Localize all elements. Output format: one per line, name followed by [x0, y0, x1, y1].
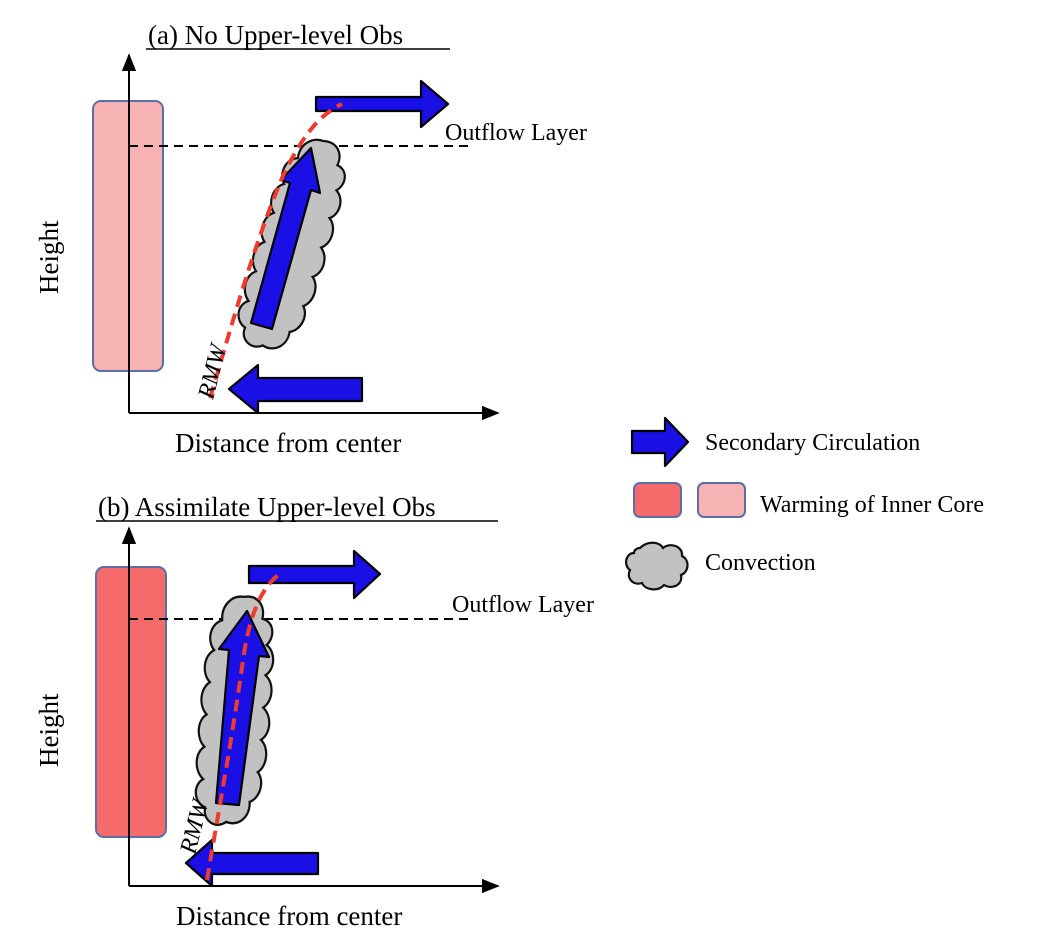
- legend-strong-warming-swatch: [633, 482, 682, 518]
- legend-weak-warming-swatch: [697, 482, 746, 518]
- panel-a-x-axis-label: Distance from center: [175, 428, 401, 458]
- panel-b-outflow-label: Outflow Layer: [452, 592, 594, 618]
- panel-b-rmw-curve: [205, 570, 284, 881]
- legend-arrow-icon: [630, 416, 690, 468]
- legend: Secondary Circulation Warming of Inner C…: [624, 416, 984, 591]
- panel-b-title: (b) Assimilate Upper-level Obs: [98, 492, 436, 522]
- legend-convection-label: Convection: [705, 550, 816, 576]
- panel-a-outflow-arrow: [314, 79, 450, 129]
- panel-a-rmw-label: RMW: [193, 340, 232, 402]
- legend-cloud-icon: [624, 541, 689, 591]
- panel-b-warming-box: [95, 566, 167, 838]
- legend-warming-label: Warming of Inner Core: [760, 492, 984, 518]
- panel-a-rmw-curve: [208, 102, 343, 399]
- panel-a-outflow-label: Outflow Layer: [445, 120, 587, 146]
- panel-b-x-axis-label: Distance from center: [176, 901, 402, 931]
- panel-b-y-axis-label: Height: [34, 693, 64, 767]
- panel-b: (b) Assimilate Upper-level Obs Outflow L…: [34, 492, 594, 931]
- legend-secondary-circulation-label: Secondary Circulation: [705, 430, 920, 456]
- panel-a-y-axis-label: Height: [34, 220, 64, 294]
- panel-a: (a) No Upper-level Obs Outflow Layer RMW…: [34, 20, 587, 458]
- panel-b-outflow-arrow: [247, 549, 382, 600]
- panel-a-inflow-arrow: [227, 363, 364, 415]
- panel-a-updraft-arrow: [249, 146, 322, 331]
- panel-a-title: (a) No Upper-level Obs: [148, 20, 403, 50]
